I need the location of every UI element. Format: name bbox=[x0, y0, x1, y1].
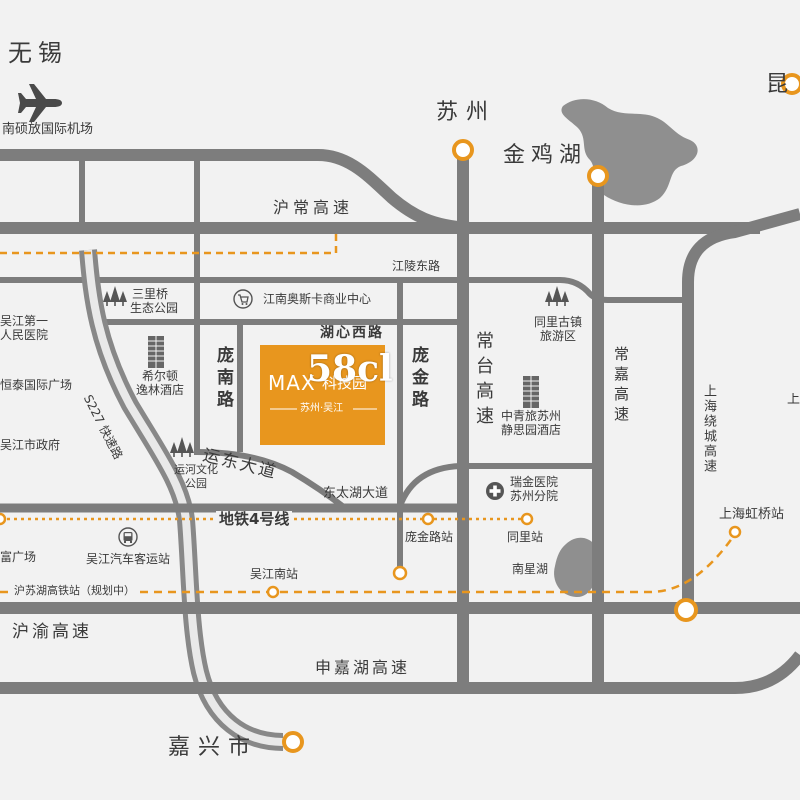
building-icon bbox=[148, 336, 164, 368]
cyts-line-1: 中青旅苏州 bbox=[500, 409, 561, 423]
shenjiahu-expressway-label: 申嘉湖高速 bbox=[315, 658, 411, 677]
tree-icon bbox=[545, 286, 569, 306]
ruijin-hospital-label: 瑞金医院 苏州分院 bbox=[510, 475, 558, 503]
cyts-hotel-label: 中青旅苏州 静思园酒店 bbox=[498, 409, 564, 437]
metro-line-label: 地铁4号线 bbox=[216, 511, 293, 528]
wuxi-label: 无锡 bbox=[8, 39, 68, 67]
tongli-station-label: 同里站 bbox=[507, 530, 544, 544]
shanghai-ring-expressway-label: 上海绕城高速 bbox=[701, 384, 716, 474]
yundong-avenue bbox=[196, 449, 347, 511]
hengtai-plaza-label: 恒泰国际广场 bbox=[0, 378, 73, 392]
sanliqiao-line-1: 三里桥 bbox=[132, 287, 169, 301]
northern-rail-line bbox=[0, 232, 338, 255]
jiaxing-label: 嘉兴市 bbox=[168, 735, 259, 760]
oscar-mall-label: 江南奥斯卡商业中心 bbox=[263, 292, 372, 306]
shopping-cart-icon bbox=[233, 289, 253, 309]
jiaxing-node bbox=[282, 731, 304, 753]
tongli-line-1: 同里古镇 bbox=[533, 315, 582, 329]
nanxinghu-label: 南星湖 bbox=[512, 562, 549, 576]
pangjin-station-node bbox=[421, 512, 435, 526]
s227-expressway-inner bbox=[84, 249, 284, 746]
sanliqiao-line-2: 生态公园 bbox=[130, 301, 179, 315]
dongtaihu-avenue-label: 东太湖大道 bbox=[323, 486, 389, 501]
wujiang-south-station-node bbox=[266, 585, 280, 599]
right-edge-label: 上 bbox=[787, 393, 800, 407]
government-label: 吴江市政府 bbox=[0, 438, 61, 452]
changtai-expressway-label: 常台高速 bbox=[473, 331, 494, 431]
ruijin-line-2: 苏州分院 bbox=[510, 489, 559, 503]
tongli-station-node bbox=[520, 512, 534, 526]
bus-icon bbox=[118, 527, 138, 547]
hsr-line bbox=[0, 533, 737, 594]
jinjihu-label: 金鸡湖 bbox=[503, 143, 588, 168]
nanxinghu-lake bbox=[554, 537, 600, 598]
huyu-expressway-label: 沪渝高速 bbox=[12, 622, 92, 642]
hongqiao-station-node bbox=[728, 525, 742, 539]
wujiang-south-station-label: 吴江南站 bbox=[250, 567, 299, 581]
kunshan-label: 昆 bbox=[766, 72, 789, 97]
canal-park-line-1: 运河文化 bbox=[174, 463, 218, 476]
canal-park-line-2: 公园 bbox=[185, 477, 207, 490]
huchang-expressway-label: 沪常高速 bbox=[273, 198, 354, 217]
kunshan-node bbox=[781, 73, 800, 95]
first-hospital-label: 吴江第一 人民医院 bbox=[0, 314, 48, 342]
tree-icon bbox=[103, 286, 127, 306]
ring-junction-node bbox=[674, 598, 698, 622]
hongqiao-station-label: 上海虹桥站 bbox=[719, 507, 785, 522]
hilton-line-1: 希尔顿 bbox=[141, 369, 178, 383]
canal-park-label: 运河文化 公园 bbox=[166, 463, 226, 491]
sanliqiao-park-label: 三里桥 生态公园 bbox=[130, 287, 178, 315]
first-hospital-line-2: 人民医院 bbox=[0, 328, 49, 342]
pangjin-station-label: 庞金路站 bbox=[405, 530, 454, 544]
project-name: 科技园 bbox=[322, 374, 368, 392]
project-box bbox=[260, 345, 385, 445]
cyts-line-2: 静思园酒店 bbox=[500, 423, 561, 437]
suzhou-node bbox=[452, 139, 474, 161]
pangjin-road-end-node bbox=[392, 565, 408, 581]
shanghai-ring-expressway bbox=[682, 208, 800, 601]
jinjihu-node bbox=[587, 165, 609, 187]
fu-plaza-label: 富广场 bbox=[0, 550, 37, 564]
tongli-town-label: 同里古镇 旅游区 bbox=[528, 315, 588, 343]
pangjin-road-label: 庞金路 bbox=[408, 346, 428, 412]
building-icon bbox=[523, 376, 539, 408]
jiangling-east-road-label: 江陵东路 bbox=[392, 259, 441, 273]
hilton-line-2: 逸林酒店 bbox=[135, 383, 184, 397]
tree-icon bbox=[170, 437, 194, 457]
first-hospital-line-1: 吴江第一 bbox=[0, 314, 49, 328]
airplane-icon bbox=[18, 84, 62, 122]
project-brand: MAX bbox=[268, 371, 316, 395]
medical-cross-icon bbox=[486, 482, 504, 500]
tongli-line-2: 旅游区 bbox=[539, 329, 576, 343]
shenjiahu-expressway bbox=[0, 651, 800, 694]
bus-station-label: 吴江汽车客运站 bbox=[86, 552, 171, 566]
pangnan-road-label: 庞南路 bbox=[213, 346, 233, 412]
hilton-hotel-label: 希尔顿 逸林酒店 bbox=[125, 369, 195, 397]
suzhou-label: 苏州 bbox=[436, 100, 497, 125]
airport-label: 南硕放国际机场 bbox=[2, 122, 94, 137]
project-location: 苏州·吴江 bbox=[300, 403, 344, 414]
changjia-expressway-label: 常嘉高速 bbox=[612, 346, 630, 426]
metro-node-west bbox=[0, 512, 7, 526]
hsr-station-label: 沪苏湖高铁站（规划中） bbox=[11, 584, 138, 597]
watermark: 58cl bbox=[307, 348, 393, 390]
huxin-west-road-label: 湖心西路 bbox=[320, 325, 384, 341]
ruijin-line-1: 瑞金医院 bbox=[510, 475, 559, 489]
